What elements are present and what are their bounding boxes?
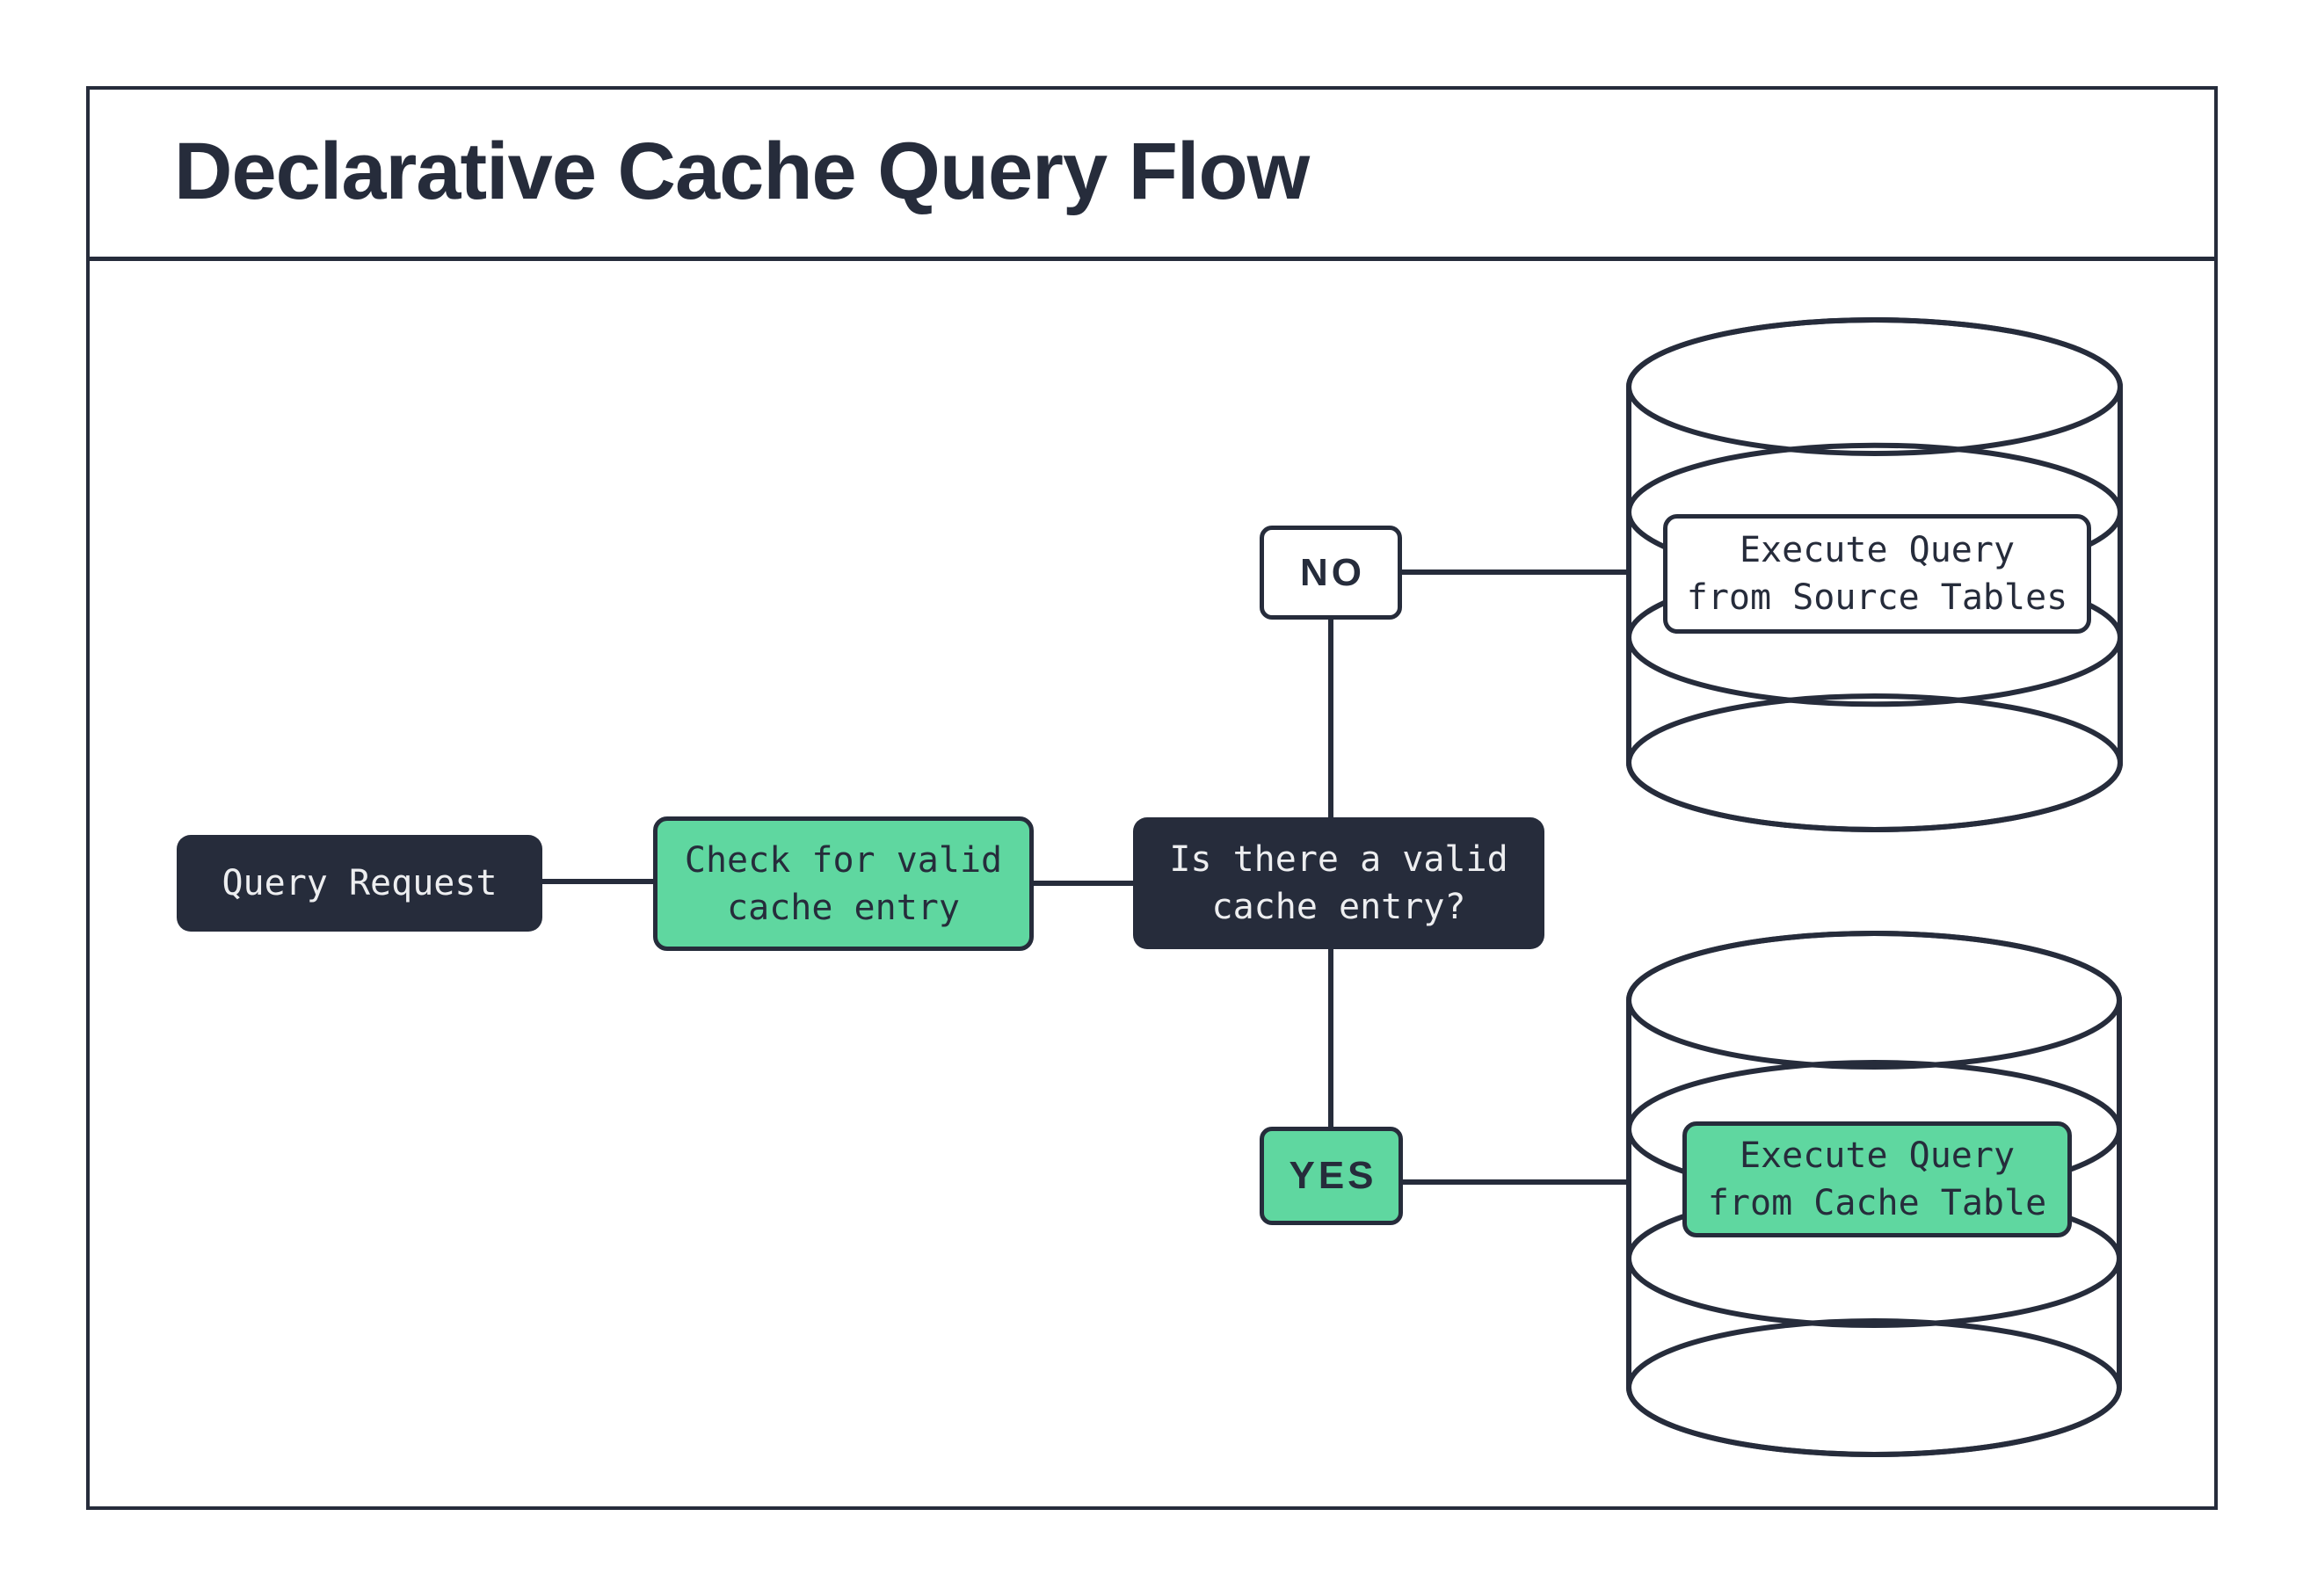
decision-node: Is there a valid cache entry?: [1133, 817, 1544, 949]
check-cache-node: Check for valid cache entry: [653, 816, 1034, 951]
execute-cache-node: Execute Query from Cache Table: [1682, 1121, 2072, 1237]
title-bar: Declarative Cache Query Flow: [86, 86, 2218, 261]
query-request-node: Query Request: [177, 835, 542, 932]
diagram-frame: [86, 86, 2218, 1510]
diagram-title: Declarative Cache Query Flow: [174, 126, 1310, 216]
execute-source-node: Execute Query from Source Tables: [1663, 514, 2091, 634]
branch-yes-label: YES: [1260, 1127, 1403, 1225]
branch-no-label: NO: [1260, 526, 1402, 620]
